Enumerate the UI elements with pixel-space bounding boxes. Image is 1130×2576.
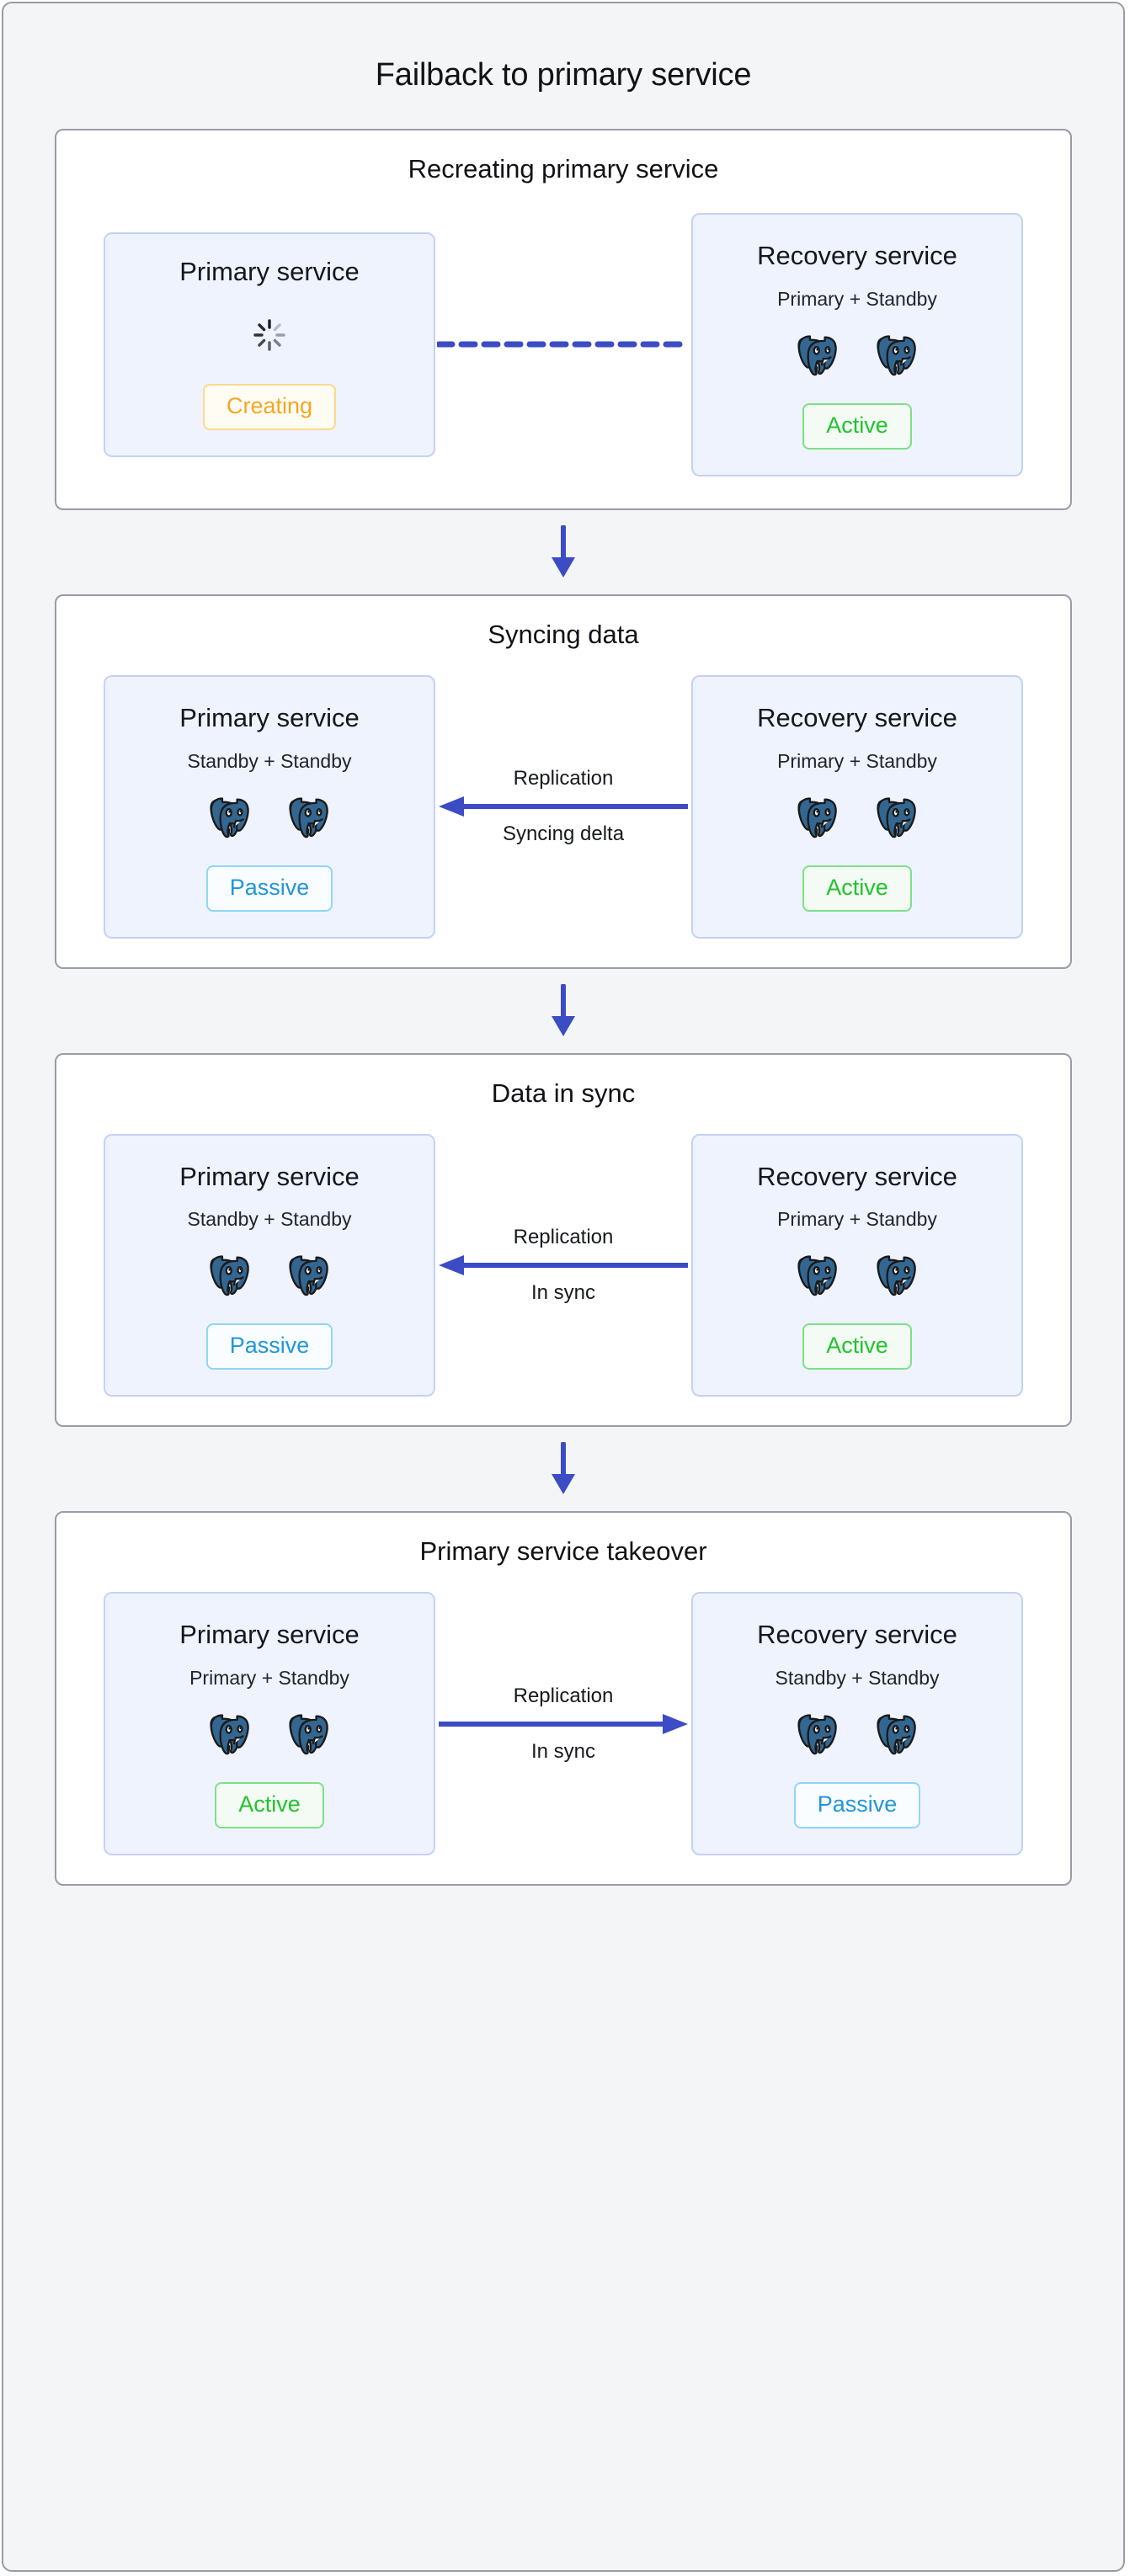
database-node-group: [205, 793, 333, 842]
loading-spinner-icon: [253, 319, 285, 351]
left-service-card[interactable]: Primary service Standby + Standby Pas: [104, 674, 435, 939]
database-node-group: [793, 1710, 921, 1759]
right-card-subtitle: Primary + Standby: [777, 287, 937, 310]
left-status-badge: Passive: [205, 1323, 333, 1370]
replication-connector: [435, 328, 691, 360]
replication-arrow-right-icon: [439, 1713, 688, 1734]
connector-label-top: Replication: [513, 767, 614, 790]
stage-body: Primary service Primary + Standby Act: [56, 1567, 1070, 1884]
stage-title: Primary service takeover: [419, 1536, 707, 1567]
right-card-title: Recovery service: [757, 241, 957, 270]
stage-body: Primary service Creating Recovery servic…: [56, 184, 1070, 508]
stages-container: Recreating primary service Primary servi…: [3, 129, 1123, 1887]
connector-label-bottom: In sync: [530, 1280, 596, 1304]
stage-title: Recreating primary service: [408, 154, 719, 184]
database-node-group: [793, 793, 921, 842]
right-card-subtitle: Primary + Standby: [777, 749, 937, 772]
postgresql-icon: [289, 1255, 328, 1296]
right-status-badge: Passive: [793, 1782, 921, 1829]
right-service-card[interactable]: Recovery service Standby + Standby Pa: [691, 1592, 1023, 1856]
step-arrow: [3, 524, 1123, 579]
postgresql-icon: [210, 1714, 249, 1755]
replication-connector: Replication In sync: [435, 1226, 691, 1305]
postgresql-icon: [877, 1714, 916, 1755]
left-card-title: Primary service: [179, 1620, 360, 1650]
left-card-subtitle: Standby + Standby: [187, 1208, 352, 1231]
left-service-card[interactable]: Primary service Standby + Standby Pas: [104, 1133, 435, 1397]
right-card-title: Recovery service: [757, 1161, 957, 1191]
database-node-group: [793, 331, 921, 380]
stage-body: Primary service Standby + Standby Pas: [56, 650, 1070, 967]
right-status-badge: Active: [802, 402, 912, 450]
postgresql-icon: [877, 335, 916, 375]
right-card-title: Recovery service: [757, 702, 957, 732]
arrow-down-icon: [552, 524, 575, 577]
left-service-card[interactable]: Primary service Primary + Standby Act: [104, 1592, 435, 1856]
left-status-badge: Creating: [202, 384, 337, 431]
arrow-down-icon: [552, 1442, 575, 1495]
replication-arrow-left-icon: [439, 1254, 688, 1275]
connector-label-top: Replication: [513, 1225, 614, 1248]
right-card-subtitle: Primary + Standby: [777, 1208, 937, 1231]
stage-data-in-sync: Data in sync Primary service Standby + S…: [55, 1052, 1072, 1428]
postgresql-icon: [210, 796, 249, 838]
spinner-container: [248, 313, 290, 357]
stage-title: Data in sync: [491, 1078, 636, 1108]
dashed-connector-line: [437, 341, 690, 348]
replication-connector: Replication In sync: [435, 1685, 691, 1764]
connector-label-top: Replication: [513, 1684, 614, 1707]
left-card-subtitle: Standby + Standby: [187, 749, 352, 772]
postgresql-icon: [877, 1255, 916, 1296]
left-status-badge: Passive: [205, 865, 333, 912]
postgresql-icon: [797, 1255, 837, 1296]
right-status-badge: Active: [802, 1323, 912, 1370]
stage-syncing-data: Syncing data Primary service Standby + S…: [55, 593, 1072, 969]
postgresql-icon: [289, 1714, 328, 1755]
stage-title: Syncing data: [488, 619, 639, 649]
left-card-title: Primary service: [179, 256, 360, 286]
stage-body: Primary service Standby + Standby Pas: [56, 1109, 1070, 1426]
right-card-title: Recovery service: [757, 1620, 957, 1650]
right-service-card[interactable]: Recovery service Primary + Standby Ac: [691, 1133, 1023, 1397]
right-service-card[interactable]: Recovery service Primary + Standby Ac: [691, 674, 1023, 939]
step-arrow: [3, 983, 1123, 1038]
right-status-badge: Active: [802, 865, 912, 912]
postgresql-icon: [797, 335, 837, 375]
database-node-group: [793, 1251, 921, 1300]
left-card-title: Primary service: [179, 1161, 360, 1191]
step-arrow: [3, 1442, 1123, 1496]
right-service-card[interactable]: Recovery service Primary + Standby Ac: [691, 213, 1023, 476]
replication-connector: Replication Syncing delta: [435, 767, 691, 846]
page-title: Failback to primary service: [375, 57, 752, 93]
stage-recreating-primary-service: Recreating primary service Primary servi…: [55, 129, 1072, 510]
postgresql-icon: [797, 1714, 837, 1755]
connector-label-bottom: Syncing delta: [502, 822, 625, 846]
left-card-title: Primary service: [179, 702, 360, 732]
right-card-subtitle: Standby + Standby: [775, 1667, 940, 1690]
left-card-subtitle: Primary + Standby: [189, 1667, 349, 1690]
database-node-group: [205, 1710, 333, 1759]
postgresql-icon: [877, 796, 916, 838]
arrow-down-icon: [552, 983, 575, 1036]
connector-label-bottom: In sync: [530, 1739, 596, 1763]
replication-arrow-left-icon: [439, 796, 688, 817]
database-node-group: [205, 1251, 333, 1300]
stage-primary-service-takeover: Primary service takeover Primary service…: [55, 1511, 1072, 1887]
left-service-card[interactable]: Primary service Creating: [104, 232, 435, 458]
postgresql-icon: [289, 796, 328, 838]
postgresql-icon: [797, 796, 837, 838]
left-status-badge: Active: [215, 1782, 324, 1829]
postgresql-icon: [210, 1255, 249, 1296]
